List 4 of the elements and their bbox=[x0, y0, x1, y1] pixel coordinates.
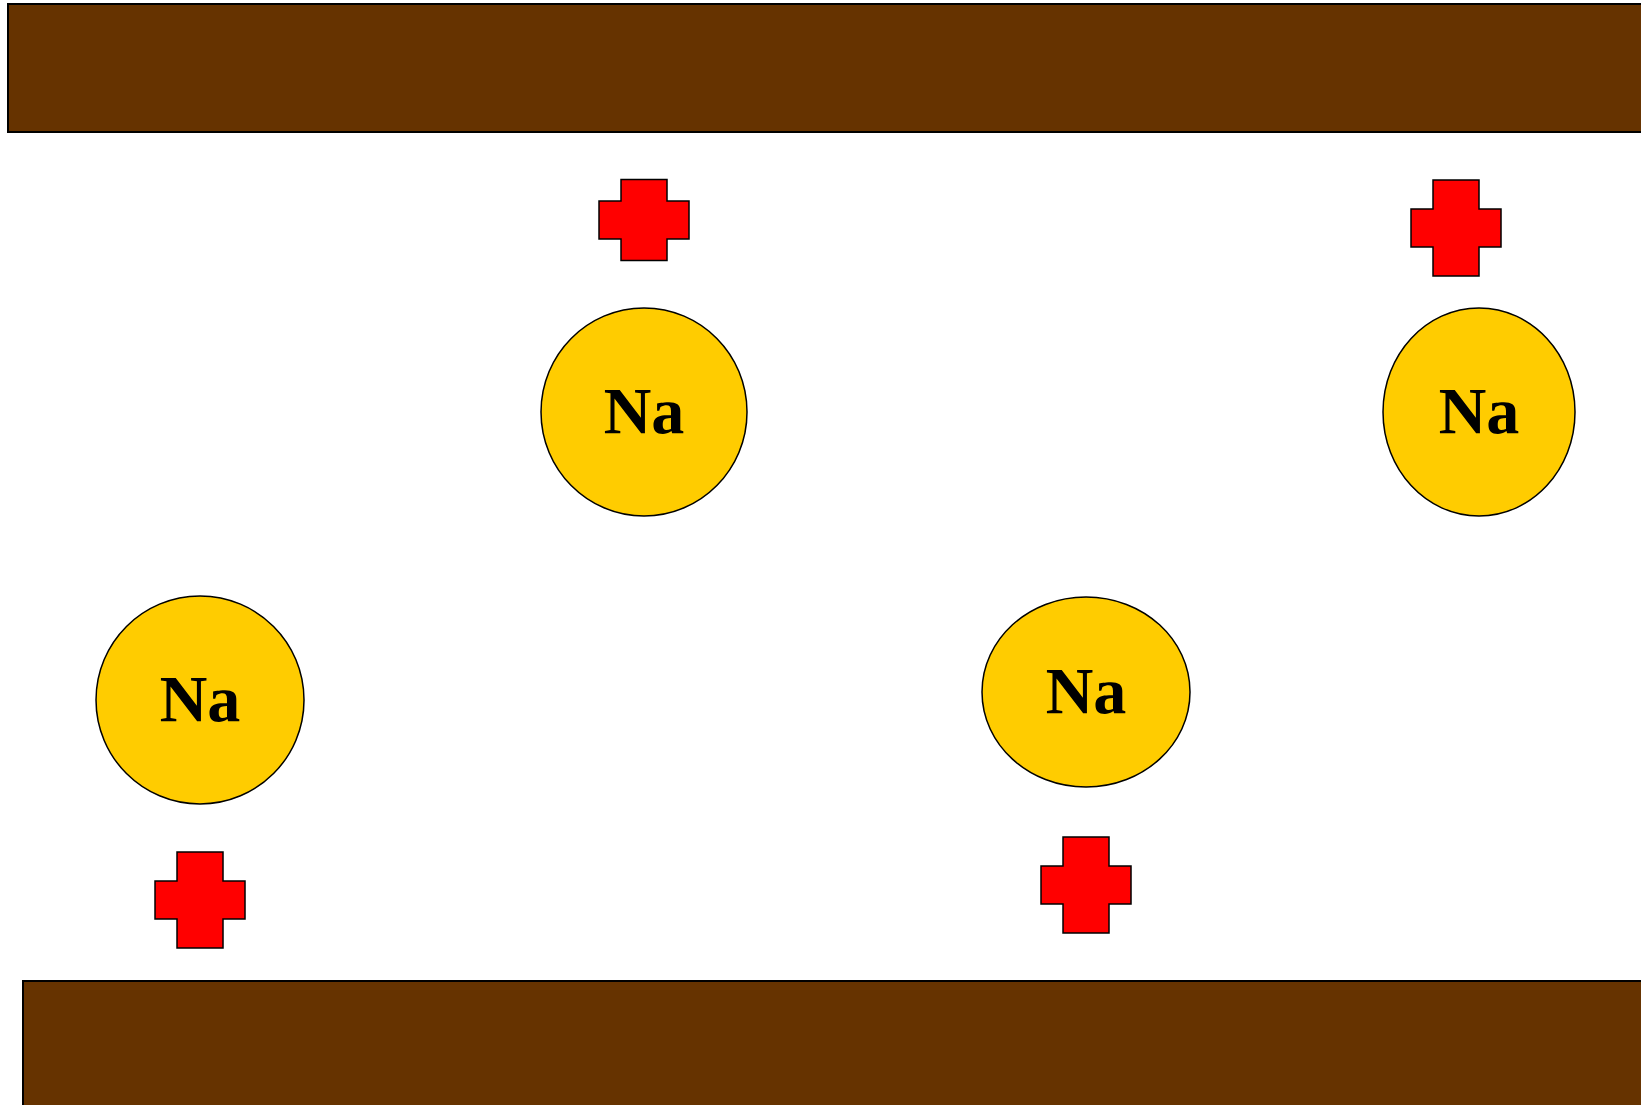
plus-sign bbox=[154, 851, 246, 949]
plus-sign bbox=[598, 178, 690, 262]
plus-sign bbox=[1410, 179, 1502, 277]
plus-sign bbox=[1040, 836, 1132, 934]
